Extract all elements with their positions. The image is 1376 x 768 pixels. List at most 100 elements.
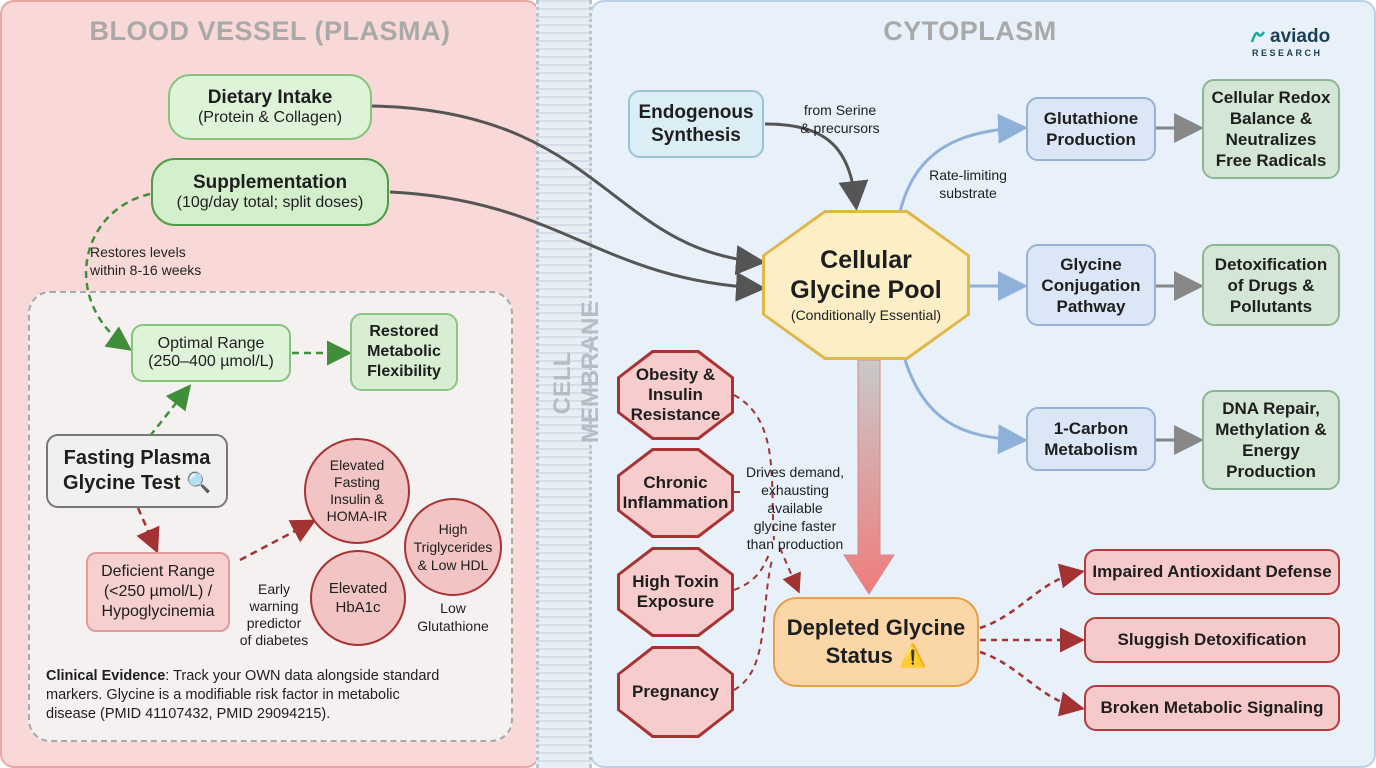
dna-line: Energy — [1242, 441, 1300, 460]
evidence-line: : Track your OWN data alongside standard — [165, 668, 440, 684]
brand-logo: aviado RESEARCH — [1250, 26, 1350, 58]
insulin-line: HOMA-IR — [326, 508, 388, 524]
glut-line: Glutathione — [1043, 109, 1139, 128]
obesity-stressor-node: Obesity & Insulin Resistance — [620, 353, 731, 437]
drives-line: glycine faster — [753, 518, 837, 534]
cell-membrane — [536, 0, 592, 768]
optimal-range-node: Optimal Range (250–400 µmol/L) — [131, 324, 291, 382]
pool-sub: (Conditionally Essential) — [790, 307, 942, 323]
plasma-title: BLOOD VESSEL (PLASMA) — [89, 16, 451, 46]
drives-line: available — [767, 500, 823, 516]
dna-line: DNA Repair, — [1222, 399, 1320, 418]
test-line: Glycine Test 🔍 — [63, 472, 211, 494]
deficient-line: Deficient Range — [101, 563, 215, 580]
dna-repair-node: DNA Repair, Methylation & Energy Product… — [1202, 390, 1340, 490]
detox-line: of Drugs & — [1227, 275, 1315, 295]
serine-line: from Serine — [803, 102, 877, 118]
logo-mark-icon — [1250, 30, 1266, 44]
restored-line: Flexibility — [367, 363, 441, 380]
detoxification-node: Detoxification of Drugs & Pollutants — [1202, 244, 1340, 326]
pregnancy-label: Pregnancy — [632, 682, 719, 701]
broken-signaling-node: Broken Metabolic Signaling — [1084, 685, 1340, 731]
trig-line: Triglycerides — [413, 539, 493, 555]
elevated-hba1c-marker: Elevated HbA1c — [310, 550, 406, 646]
optimal-line: (250–400 µmol/L) — [148, 353, 274, 370]
serine-note: from Serine & precursors — [790, 101, 890, 137]
obesity-line: Obesity & — [635, 365, 716, 384]
inflammation-stressor-node: Chronic Inflammation — [620, 451, 731, 535]
deficient-line: (<250 µmol/L) / — [103, 583, 213, 600]
glutathione-production-node: Glutathione Production — [1026, 97, 1156, 161]
trig-line: & Low HDL — [417, 557, 489, 573]
toxin-stressor-node: High Toxin Exposure — [620, 550, 731, 634]
triglycerides-marker: High Triglycerides & Low HDL — [404, 498, 502, 596]
insulin-line: Fasting — [334, 474, 380, 490]
hba-line: Elevated — [328, 580, 388, 597]
dna-line: Methylation & — [1215, 420, 1327, 439]
deficient-line: Hypoglycinemia — [101, 603, 215, 620]
restored-line: Restored — [369, 323, 439, 340]
drives-line: Drives demand, — [745, 464, 845, 480]
outcome-label: Impaired Antioxidant Defense — [1092, 562, 1332, 581]
rate-line: Rate-limiting — [929, 167, 1007, 183]
depleted-line: Depleted Glycine — [786, 615, 966, 640]
supplement-title: Supplementation — [192, 172, 348, 193]
logo-sub: RESEARCH — [1252, 48, 1323, 58]
redox-line: Free Radicals — [1215, 151, 1327, 170]
endo-line: Synthesis — [651, 125, 741, 146]
drives-line: exhausting — [761, 482, 829, 498]
outcome-label: Sluggish Detoxification — [1117, 630, 1307, 649]
outcome-label: Broken Metabolic Signaling — [1100, 698, 1324, 717]
cellular-glycine-pool-node: Cellular Glycine Pool (Conditionally Ess… — [765, 213, 967, 357]
restores-note: Restores levels within 8-16 weeks — [90, 243, 250, 279]
rate-line: substrate — [939, 185, 997, 201]
endogenous-synthesis-node: Endogenous Synthesis — [628, 90, 764, 158]
redox-line: Cellular Redox — [1211, 88, 1331, 107]
conj-line: Glycine — [1060, 254, 1122, 274]
hba-line: HbA1c — [335, 599, 381, 616]
fasting-glycine-test-node: Fasting Plasma Glycine Test 🔍 — [46, 434, 228, 508]
redox-line: Balance & — [1229, 109, 1313, 128]
inflam-line: Inflammation — [622, 493, 729, 512]
detox-line: Detoxification — [1214, 254, 1328, 274]
sluggish-detox-node: Sluggish Detoxification — [1084, 617, 1340, 663]
depleted-glycine-status-node: Depleted Glycine Status ⚠️ — [773, 597, 979, 687]
evidence-line: markers. Glycine is a modifiable risk fa… — [46, 687, 400, 703]
test-line: Fasting Plasma — [63, 447, 211, 469]
toxin-line: Exposure — [636, 592, 715, 611]
depleted-line: Status ⚠️ — [825, 643, 927, 668]
low-glutathione-note: Low Glutathione — [404, 599, 502, 635]
pregnancy-stressor-node: Pregnancy — [620, 649, 731, 735]
trig-line: High — [438, 521, 468, 537]
glycine-conjugation-node: Glycine Conjugation Pathway — [1026, 244, 1156, 326]
elevated-insulin-marker: Elevated Fasting Insulin & HOMA-IR — [304, 438, 410, 544]
early-warning-note: Early warning predictor of diabetes — [232, 581, 316, 649]
inflam-line: Chronic — [643, 473, 708, 492]
drives-demand-note: Drives demand, exhausting available glyc… — [738, 463, 852, 553]
detox-line: Pollutants — [1229, 296, 1313, 316]
restored-flexibility-node: Restored Metabolic Flexibility — [350, 313, 458, 391]
pool-line: Glycine Pool — [790, 276, 942, 304]
dietary-intake-node: Dietary Intake (Protein & Collagen) — [168, 74, 372, 140]
evidence-label: Clinical Evidence — [46, 668, 166, 684]
restored-line: Metabolic — [367, 343, 441, 360]
early-line: predictor — [246, 615, 302, 631]
low-glut-line: Glutathione — [417, 618, 489, 634]
dietary-title: Dietary Intake — [207, 87, 333, 108]
obesity-line: Resistance — [630, 405, 721, 424]
optimal-line: Optimal Range — [157, 335, 265, 352]
carbon-line: 1-Carbon — [1053, 419, 1129, 438]
rate-limiting-note: Rate-limiting substrate — [918, 166, 1018, 202]
insulin-line: Elevated — [329, 457, 385, 473]
one-carbon-metabolism-node: 1-Carbon Metabolism — [1026, 407, 1156, 471]
serine-line: & precursors — [800, 120, 880, 136]
early-line: Early — [258, 581, 290, 597]
obesity-line: Insulin — [648, 385, 703, 404]
supplementation-node: Supplementation (10g/day total; split do… — [151, 158, 389, 226]
logo-brand: aviado — [1270, 26, 1331, 47]
early-line: warning — [249, 598, 299, 614]
glut-line: Production — [1046, 130, 1136, 149]
restores-note-line: Restores levels — [90, 244, 186, 260]
low-glut-line: Low — [440, 600, 466, 616]
